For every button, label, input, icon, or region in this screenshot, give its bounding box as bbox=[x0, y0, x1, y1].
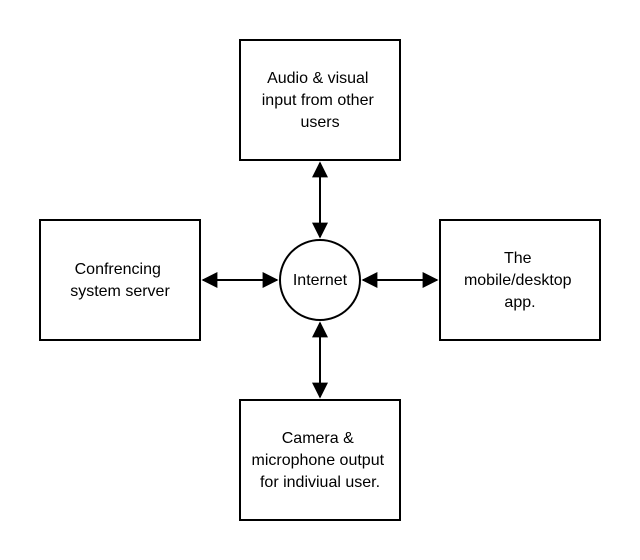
node-label-line: mobile/desktop bbox=[464, 272, 572, 289]
node-box bbox=[239, 39, 401, 161]
node-label-line: Camera & bbox=[282, 430, 354, 447]
node-label-line: Audio & visual bbox=[267, 70, 368, 87]
svg-text:Confrencing system serve: Confrencing system server bbox=[70, 261, 170, 300]
node-label-line: for indiviual user. bbox=[260, 474, 380, 491]
node-camera-microphone-output: Camera & microphone output for indiviual… bbox=[239, 399, 401, 521]
node-label-line: input from other bbox=[262, 92, 375, 109]
node-label-line: microphone output bbox=[252, 452, 385, 469]
svg-text:The mobile/desktop: The mobile/desktop app. bbox=[464, 250, 576, 311]
node-audio-visual-input: Audio & visual input from other users bbox=[239, 39, 401, 161]
node-internet: Internet bbox=[279, 239, 361, 321]
node-label-line: Confrencing bbox=[75, 261, 161, 278]
node-box bbox=[239, 399, 401, 521]
node-label-line: system server bbox=[70, 283, 170, 300]
svg-text:Camera & microphone outp: Camera & microphone output for indiviual… bbox=[252, 430, 389, 491]
node-label-line: The bbox=[504, 250, 532, 267]
svg-text:Audio & visual input fro: Audio & visual input from other users bbox=[262, 70, 379, 131]
node-label-line: users bbox=[300, 114, 339, 131]
node-mobile-desktop-app: The mobile/desktop app. bbox=[439, 219, 601, 341]
node-conferencing-server: Confrencing system server bbox=[39, 219, 201, 341]
node-box bbox=[39, 219, 201, 341]
node-label-line: app. bbox=[504, 294, 535, 311]
internet-label: Internet bbox=[293, 272, 348, 289]
node-box bbox=[439, 219, 601, 341]
internet-circle bbox=[279, 239, 361, 321]
